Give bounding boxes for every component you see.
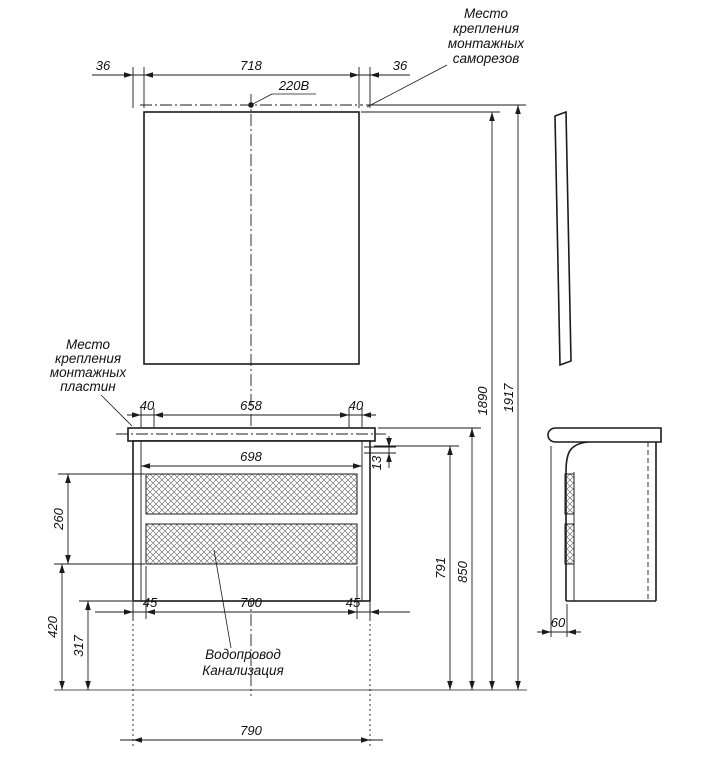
dim-850: 850 [455,560,470,582]
dim-screw-left: 36 [96,58,111,73]
plates-note-line3: монтажных [50,365,127,380]
dim-drawer-zone: 260 [51,507,66,530]
drawer-front-upper [145,473,358,515]
screws-note-line1: Место [464,6,508,21]
notes: Место крепления монтажных саморезов Мест… [50,6,525,678]
dim-317: 317 [71,634,86,656]
dimension-labels: 36 718 36 220В 40 658 40 698 13 260 45 7… [45,58,566,738]
drawer-section-upper [564,473,575,515]
plumbing-note-leader [213,549,232,649]
dim-drawer-width: 700 [240,595,262,610]
plates-note-line1: Место [66,337,110,352]
dim-screw-right: 36 [393,58,408,73]
dim-margin-left: 45 [143,595,158,610]
plates-note-line4: пластин [60,379,116,394]
screws-note-line3: монтажных [448,36,525,51]
power-label: 220В [278,78,310,93]
dim-420: 420 [45,615,60,637]
drawer-front-lower [145,523,358,565]
vanity-front-view [116,427,386,602]
dim-plate-right: 40 [349,398,364,413]
plumbing-note-line2: Канализация [202,663,283,678]
plumbing-note-line1: Водопровод [205,647,281,662]
dim-1917: 1917 [501,383,516,413]
countertop-side [547,427,662,443]
dim-side-gap: 60 [551,615,566,630]
mirror-side-view [554,110,572,367]
dim-plate-span: 658 [240,398,262,413]
screws-note-line4: саморезов [453,51,520,66]
dim-791: 791 [433,557,448,579]
dim-mirror-width: 718 [240,58,262,73]
drawer-section-lower [564,523,575,565]
dim-total-width: 790 [240,723,262,738]
mirror-side-profile [554,110,572,367]
cabinet-side-front-curve [565,441,589,601]
dim-margin-right: 45 [346,595,361,610]
plates-note-leader [100,394,133,427]
screws-note-line2: крепления [453,21,519,36]
dim-top-gap: 13 [369,455,384,470]
dim-inner-width: 698 [240,449,262,464]
screws-note-leader [366,64,448,108]
dim-plate-left: 40 [140,398,155,413]
dimension-lines [54,67,581,746]
mirror-outline [143,111,360,365]
cabinet-outline [132,440,371,602]
plates-note-line2: крепления [55,351,121,366]
dim-1890: 1890 [475,386,490,416]
mirror-front-view [140,94,363,696]
countertop-front [127,427,376,442]
vanity-side-view [547,427,662,602]
